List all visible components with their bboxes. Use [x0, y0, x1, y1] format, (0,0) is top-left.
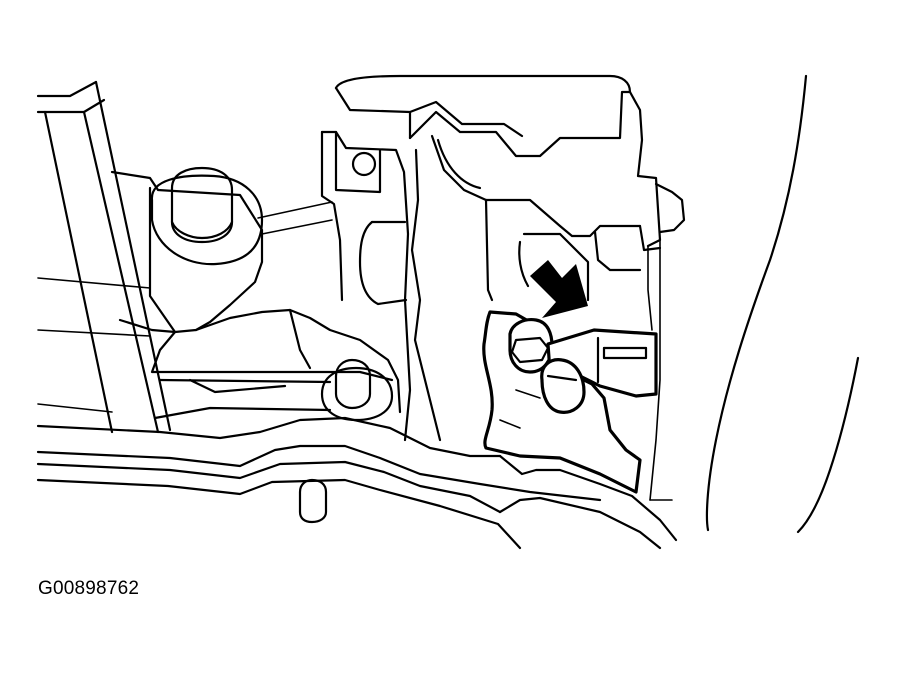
mounting-bolt-small — [322, 360, 392, 420]
top-housing — [336, 76, 660, 246]
background-bars — [38, 202, 332, 412]
right-panel — [640, 76, 858, 532]
figure-id-label: G00898762 — [38, 578, 140, 599]
housing-block — [322, 132, 640, 440]
mounting-bolt-large — [152, 168, 262, 264]
sensor-assembly — [484, 312, 656, 492]
gasket-rail — [38, 418, 676, 548]
bracket-plate — [112, 172, 400, 418]
arrow-icon — [530, 260, 588, 318]
